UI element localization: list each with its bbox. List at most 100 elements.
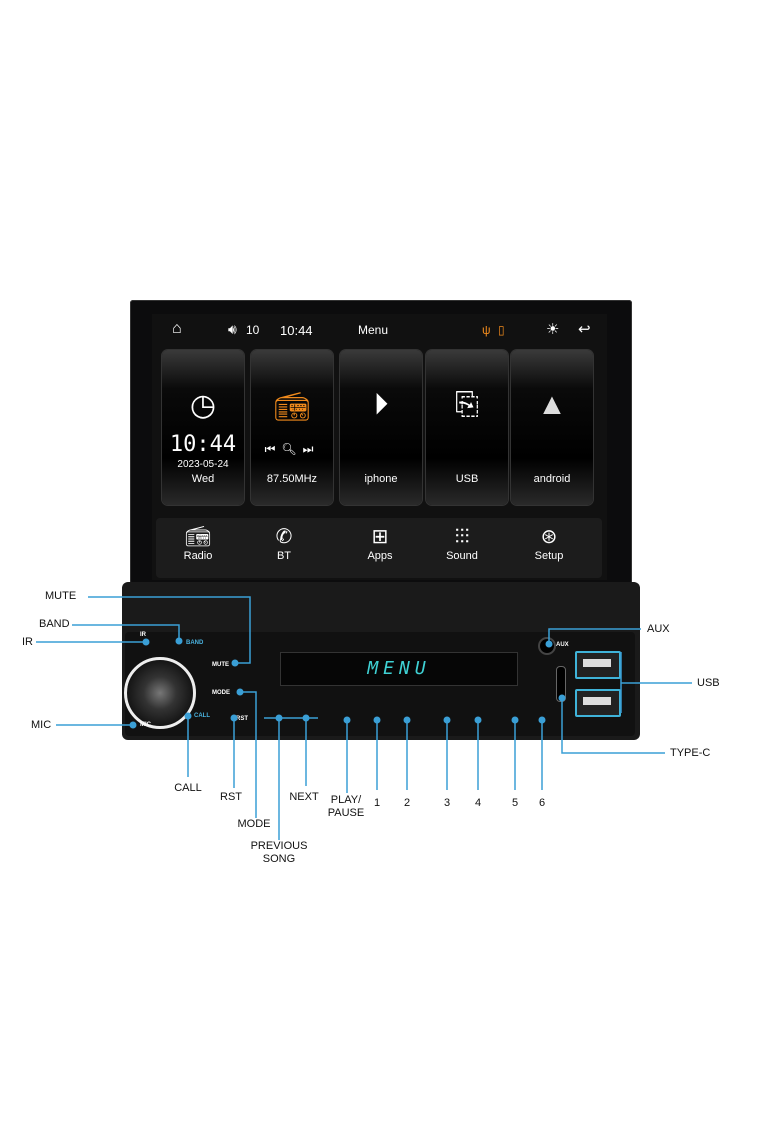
- dot-aux: [545, 640, 553, 648]
- clock: 10:44: [280, 323, 313, 338]
- usb-status-icon: ψ: [482, 323, 491, 337]
- status-bar: ⌂ 🔊︎ 10 10:44 Menu ψ ▯ ☀ ↩: [156, 318, 602, 342]
- apps-grid-icon: ⊞: [371, 526, 389, 548]
- dot-p1: [373, 716, 381, 724]
- rst-button[interactable]: RST: [236, 716, 248, 722]
- home-icon[interactable]: ⌂: [172, 320, 182, 337]
- dot-p5: [511, 716, 519, 724]
- line-aux: [548, 628, 641, 644]
- type-c-port[interactable]: [556, 666, 566, 702]
- page-title: Menu: [358, 323, 389, 337]
- dot-p6: [538, 716, 546, 724]
- dock-label: Apps: [367, 550, 393, 562]
- dock-bt[interactable]: ✆ BT: [254, 524, 314, 562]
- volume-knob[interactable]: [124, 657, 196, 729]
- play-circle-icon: ⏵: [373, 388, 389, 421]
- sd-card-icon: ▯: [498, 323, 505, 337]
- radio-icon: 📻︎: [274, 391, 310, 422]
- dock-sound[interactable]: ⫶⫶⫶ Sound: [432, 524, 492, 562]
- back-icon[interactable]: ↩: [578, 321, 591, 338]
- mute-button[interactable]: MUTE: [212, 662, 229, 668]
- dot-typec: [558, 694, 566, 702]
- label-next: NEXT: [289, 791, 319, 803]
- steering-wheel-icon: ⊛: [540, 526, 558, 548]
- clock-digits: 10:44: [169, 432, 237, 457]
- radio-icon: 📻︎: [185, 526, 211, 548]
- frequency: 87.50MHz: [266, 473, 318, 485]
- dot-rst: [230, 714, 238, 722]
- lcd-display: MENU: [280, 652, 518, 686]
- dock-setup[interactable]: ⊛ Setup: [519, 524, 579, 562]
- line-mode: [240, 691, 257, 818]
- tile-usb[interactable]: ⎘ USB: [426, 350, 508, 505]
- tile-android[interactable]: ▲ android: [511, 350, 593, 505]
- dot-p4: [474, 716, 482, 724]
- date: 2023-05-24: [177, 459, 229, 470]
- brightness-icon[interactable]: ☀: [546, 321, 560, 338]
- tile-clock[interactable]: ◷ 10:44 2023-05-24 Wed: [162, 350, 244, 505]
- tile-radio[interactable]: 📻︎ ⏮🔍︎⏭ 87.50MHz: [251, 350, 333, 505]
- label-preset-2: 2: [403, 797, 411, 809]
- label-type-c: TYPE-C: [670, 747, 711, 759]
- dot-band: [175, 637, 183, 645]
- weekday: Wed: [191, 473, 215, 485]
- dot-mode: [236, 688, 244, 696]
- ir-sensor: IR: [140, 632, 146, 638]
- dot-mute: [231, 659, 239, 667]
- dot-p2: [403, 716, 411, 724]
- label-line: PLAY/: [330, 794, 362, 806]
- dock-label: Sound: [446, 550, 478, 562]
- label-preset-5: 5: [511, 797, 519, 809]
- label-mic: MIC: [31, 719, 52, 731]
- equalizer-icon: ⫶⫶⫶: [454, 526, 470, 548]
- dock-label: BT: [276, 550, 292, 562]
- label-preset-6: 6: [538, 797, 546, 809]
- label-preset-1: 1: [373, 797, 381, 809]
- radio-controls-icon[interactable]: ⏮🔍︎⏭: [264, 442, 320, 456]
- label-line: SONG: [262, 853, 296, 865]
- tile-iphone[interactable]: ⏵ iphone: [340, 350, 422, 505]
- call-button[interactable]: CALL: [194, 713, 210, 719]
- tile-label: android: [533, 473, 571, 485]
- dock-label: Radio: [183, 550, 213, 562]
- dock-label: Setup: [534, 550, 564, 562]
- dot-next: [302, 714, 310, 722]
- dock-radio[interactable]: 📻︎ Radio: [168, 524, 228, 562]
- band-button[interactable]: BAND: [186, 640, 204, 646]
- tile-label: iphone: [364, 473, 398, 485]
- dock-apps[interactable]: ⊞ Apps: [350, 524, 410, 562]
- label-rst: RST: [220, 791, 242, 803]
- label-aux: AUX: [647, 623, 670, 635]
- label-usb: USB: [697, 677, 720, 689]
- mic: MIC: [140, 722, 151, 728]
- label-preset-3: 3: [443, 797, 451, 809]
- label-ir: IR: [22, 636, 33, 648]
- volume-level: 10: [246, 323, 260, 337]
- dot-ir: [142, 638, 150, 646]
- line-typec: [561, 698, 665, 754]
- dock: 📻︎ Radio ✆ BT ⊞ Apps ⫶⫶⫶ Sound ⊛ Setup: [156, 518, 602, 578]
- label-play-pause: PLAY/PAUSE: [328, 794, 364, 820]
- volume-icon[interactable]: 🔊︎: [228, 321, 237, 337]
- navigation-arrow-icon: ▲: [537, 388, 567, 421]
- label-mute: MUTE: [45, 590, 77, 602]
- dot-play: [343, 716, 351, 724]
- dot-mic: [129, 721, 137, 729]
- label-line: PAUSE: [327, 807, 365, 819]
- dot-previous: [275, 714, 283, 722]
- label-band: BAND: [39, 618, 70, 630]
- usb-port-2[interactable]: [575, 689, 621, 717]
- aux-jack-label: AUX: [556, 642, 569, 648]
- mode-button[interactable]: MODE: [212, 690, 230, 696]
- label-mode: MODE: [237, 818, 271, 830]
- clock-icon: ◷: [189, 389, 217, 422]
- dot-p3: [443, 716, 451, 724]
- label-preset-4: 4: [474, 797, 482, 809]
- usb-port-1[interactable]: [575, 651, 621, 679]
- phone-icon: ✆: [275, 526, 293, 548]
- tile-label: USB: [455, 473, 479, 485]
- dot-call: [184, 712, 192, 720]
- line-band: [72, 624, 180, 641]
